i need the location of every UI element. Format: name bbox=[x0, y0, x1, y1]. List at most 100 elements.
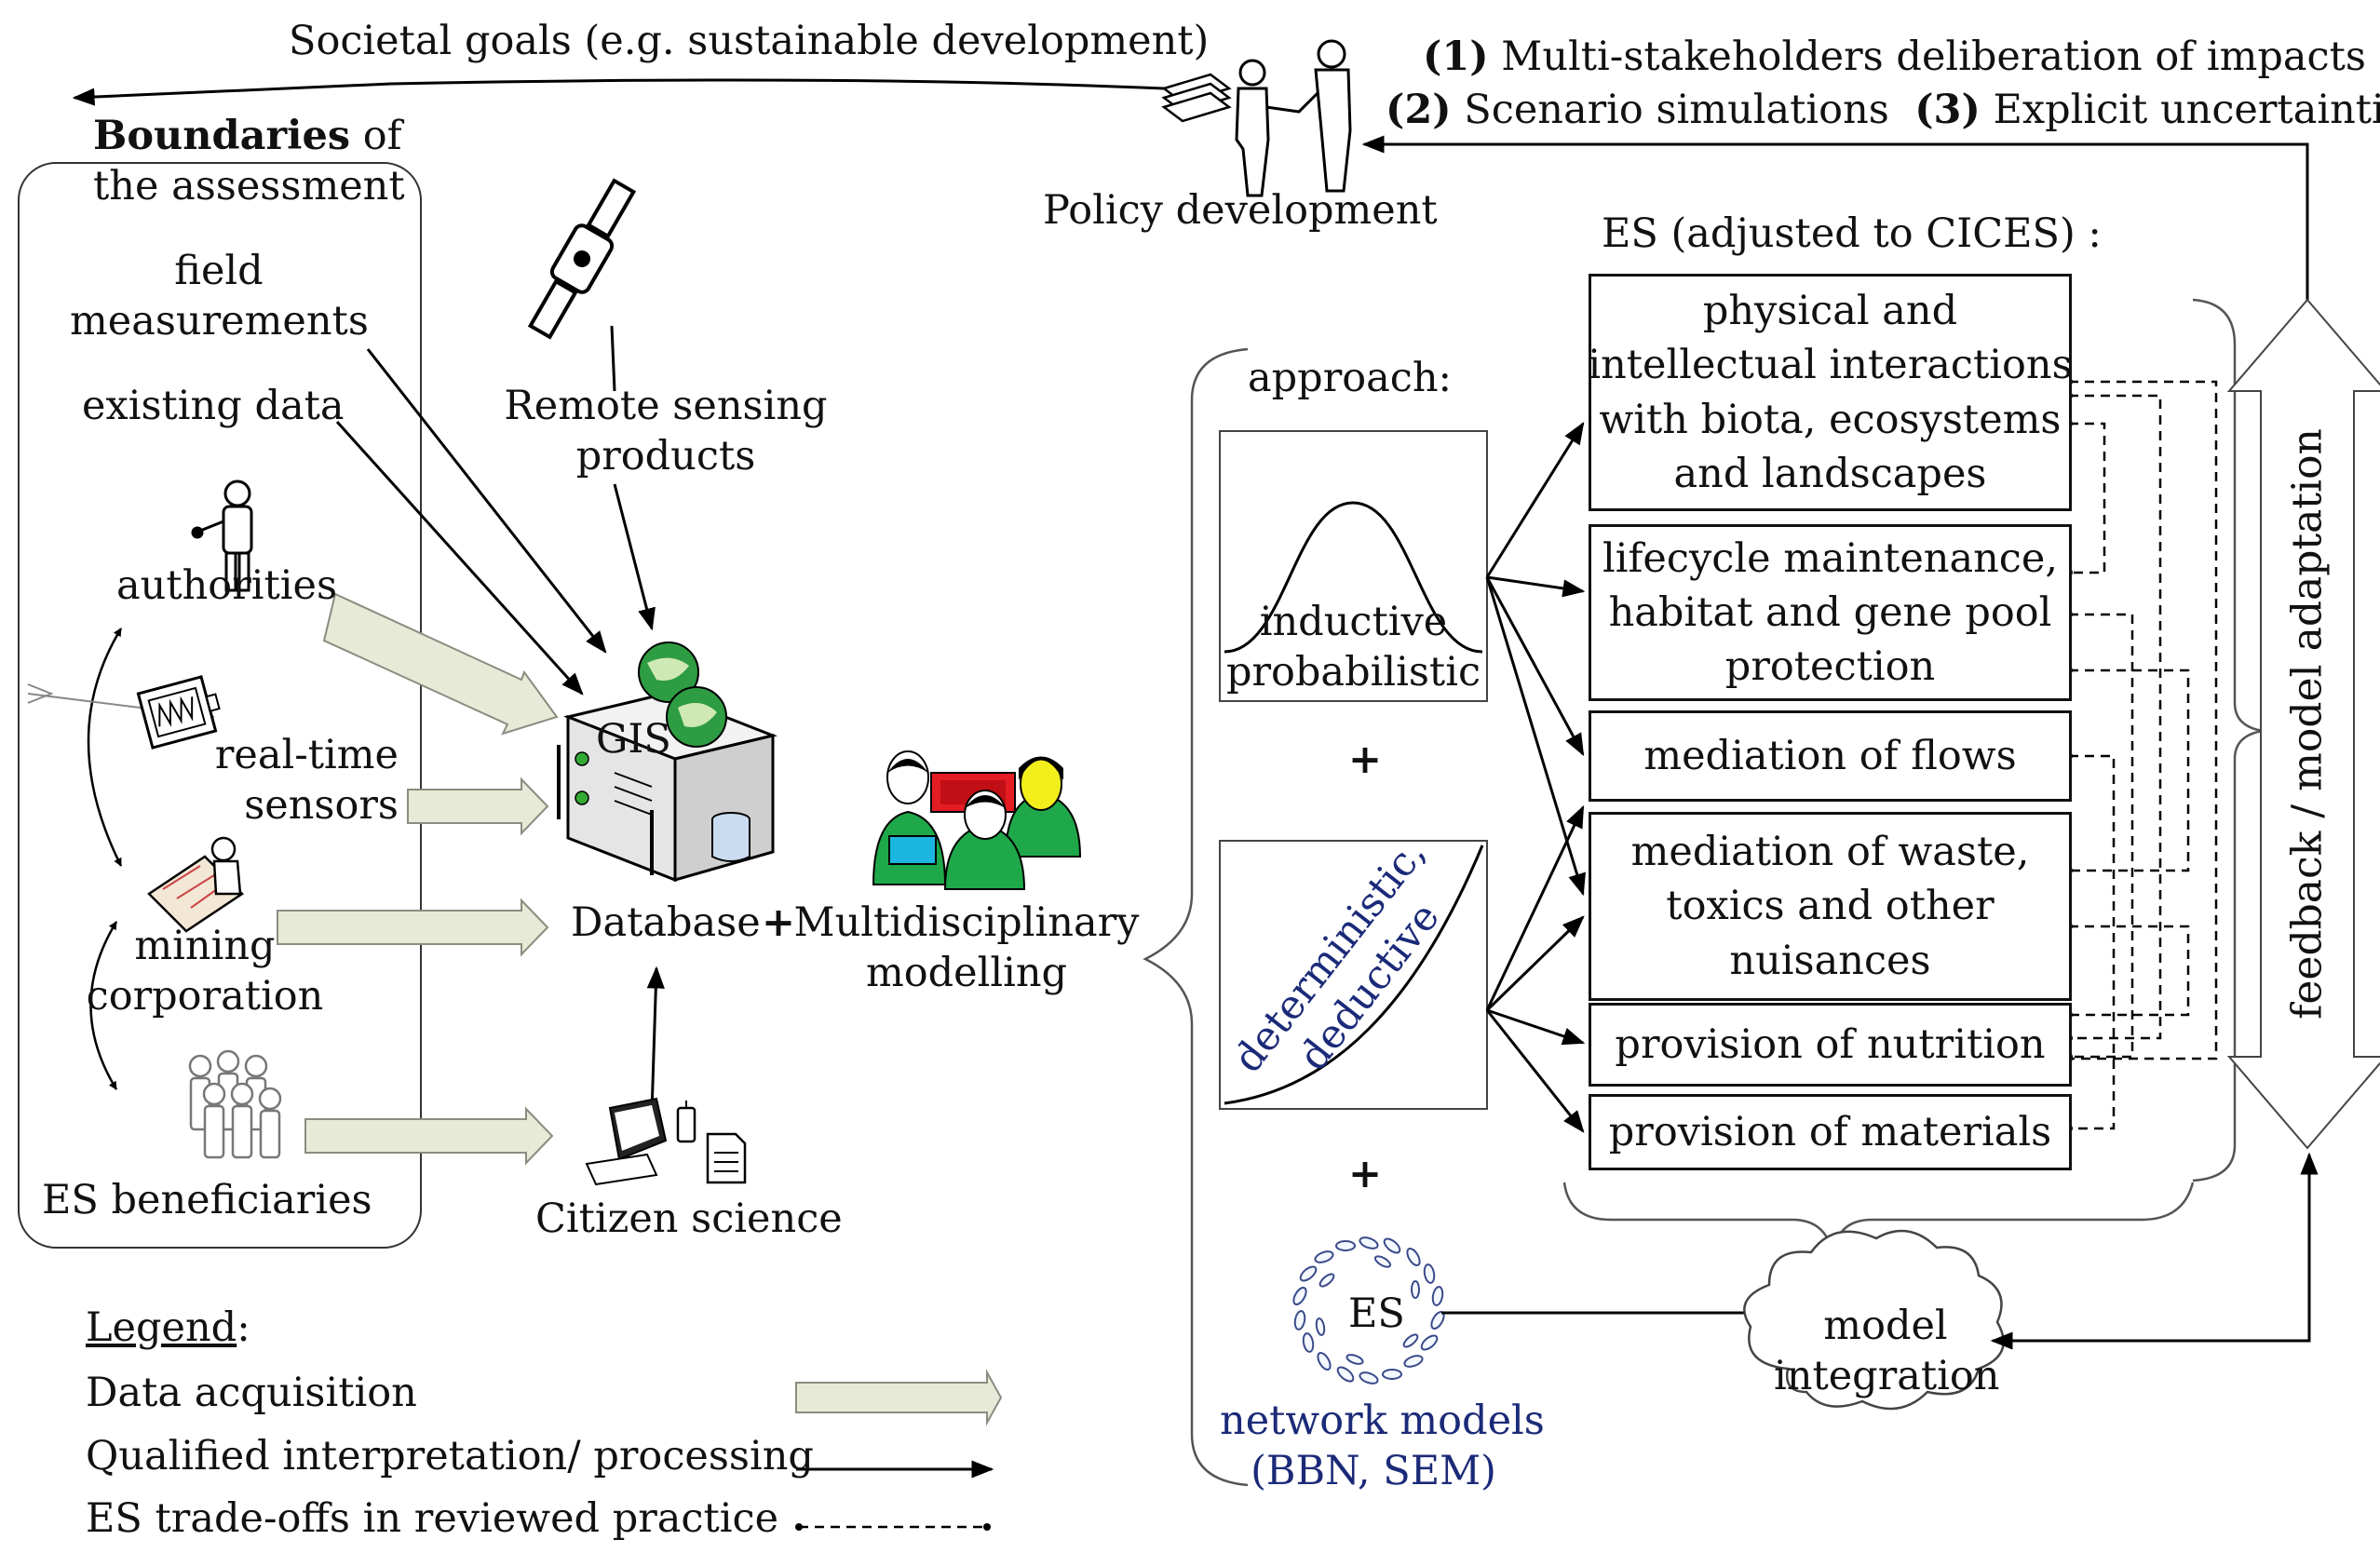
item1-number: (1) bbox=[1423, 34, 1489, 80]
remote-text: Remote sensing bbox=[504, 383, 828, 429]
arrow-citizen-to-database bbox=[646, 966, 665, 1114]
model-text: model bbox=[1823, 1303, 1948, 1349]
gis-server-icon bbox=[557, 692, 778, 883]
document-stack-icon bbox=[1161, 73, 1232, 123]
legend-qualified-processing: Qualified interpretation/ processing bbox=[86, 1433, 814, 1479]
es-item-label: mediation of waste, toxics and other nui… bbox=[1630, 829, 2030, 984]
curved-arrow-authorities-mining bbox=[87, 628, 123, 867]
mobile-phone-icon bbox=[676, 1101, 696, 1143]
acq-arrow-authorities bbox=[322, 592, 559, 736]
authorities-label: authorities bbox=[116, 562, 338, 609]
legend-colon: : bbox=[237, 1304, 250, 1351]
satellite-icon bbox=[527, 178, 637, 340]
products-text: products bbox=[575, 432, 756, 480]
acq-arrow-mining bbox=[277, 898, 549, 957]
approach-label: approach: bbox=[1248, 355, 1453, 401]
existing-data-label: existing data bbox=[82, 383, 345, 429]
network-models-label: network models (BBN, SEM) bbox=[1220, 1397, 1545, 1497]
network-es-node: ES bbox=[1348, 1290, 1405, 1337]
societal-goals-arrow bbox=[72, 78, 1165, 106]
database-plus: + bbox=[762, 899, 796, 946]
policy-development-label: Policy development bbox=[1043, 187, 1438, 234]
mining-text: mining bbox=[134, 923, 276, 969]
item3-text: Explicit uncertainties bbox=[1993, 87, 2380, 133]
es-tradeoff-links bbox=[2065, 378, 2218, 1132]
remote-sensing-line bbox=[610, 325, 616, 392]
sensors-text: sensors bbox=[244, 781, 399, 829]
realtime-sensors-label: real-time sensors bbox=[140, 731, 399, 831]
item3-number: (3) bbox=[1914, 87, 1981, 133]
es-heading: ES (adjusted to CICES) : bbox=[1602, 210, 2102, 257]
arrow-remote-to-gis bbox=[613, 483, 656, 631]
document-icon bbox=[706, 1132, 747, 1184]
item1-line: (1) Multi-stakeholders deliberation of i… bbox=[1423, 33, 2366, 83]
measurements-text: measurements bbox=[70, 297, 369, 344]
legend-title-text: Legend bbox=[86, 1304, 237, 1351]
integration-text: integration bbox=[1774, 1352, 2000, 1399]
field-text: field bbox=[174, 248, 264, 294]
acquisition-arrows bbox=[277, 592, 1003, 1426]
cloud-icon bbox=[1743, 1229, 2005, 1411]
item2-number: (2) bbox=[1386, 87, 1452, 133]
modellers-group-icon bbox=[872, 750, 1082, 890]
legend-title: Legend: bbox=[86, 1304, 250, 1354]
feedback-to-policy-arrow bbox=[1361, 135, 2309, 300]
sensor-chart-icon bbox=[136, 675, 221, 750]
es-box-interactions: physical and intellectual interactions w… bbox=[1588, 274, 2073, 511]
multi-text: Multidisciplinary bbox=[793, 899, 1140, 946]
people-group-icon bbox=[188, 1049, 282, 1159]
handshake-icon bbox=[1235, 39, 1352, 197]
feedback-label: feedback / model adaptation bbox=[2283, 428, 2332, 1020]
boundaries-line2: the assessment bbox=[93, 162, 405, 209]
es-box-lifecycle: lifecycle maintenance, habitat and gene … bbox=[1589, 524, 2072, 701]
realtime-text: real-time bbox=[214, 732, 399, 778]
es-right-brace bbox=[2192, 298, 2264, 1182]
acq-arrow-sensors bbox=[407, 777, 549, 836]
database-label: Database bbox=[571, 899, 761, 946]
network-models-text: network models bbox=[1220, 1398, 1545, 1444]
arrow-existing-to-gis bbox=[335, 420, 584, 696]
network-abbrev-text: (BBN, SEM) bbox=[1251, 1447, 1496, 1494]
es-box-materials: provision of materials bbox=[1589, 1094, 2072, 1170]
approach-plus-2: + bbox=[1348, 1151, 1383, 1197]
es-box-waste: mediation of waste, toxics and other nui… bbox=[1589, 812, 2072, 1001]
feedback-double-arrow bbox=[2226, 298, 2380, 1150]
police-officer-icon bbox=[191, 480, 253, 592]
boundaries-of: of bbox=[350, 113, 402, 159]
mining-worker-icon bbox=[147, 836, 244, 933]
arrow-field-to-gis bbox=[366, 348, 607, 654]
boundaries-bold: Boundaries bbox=[93, 113, 351, 159]
inductive-text: inductive bbox=[1259, 599, 1448, 645]
citizen-science-label: Citizen science bbox=[535, 1196, 843, 1242]
legend-data-acquisition: Data acquisition bbox=[86, 1370, 417, 1416]
boundaries-frame bbox=[18, 162, 422, 1249]
es-box-nutrition: provision of nutrition bbox=[1589, 1003, 2072, 1087]
remote-sensing-label: Remote sensing products bbox=[484, 382, 847, 482]
boundaries-title: Boundaries of the assessment bbox=[93, 112, 405, 212]
multidisciplinary-label: Multidisciplinary modelling bbox=[790, 898, 1143, 999]
es-beneficiaries-label: ES beneficiaries bbox=[42, 1177, 372, 1223]
societal-goals-label: Societal goals (e.g. sustainable develop… bbox=[289, 18, 1210, 64]
es-item-label: lifecycle maintenance, habitat and gene … bbox=[1602, 534, 2058, 691]
item2-3-line: (2) Scenario simulations (3) Explicit un… bbox=[1386, 86, 2380, 136]
deterministic-box bbox=[1219, 840, 1488, 1110]
es-item-label: provision of nutrition bbox=[1615, 1020, 2046, 1068]
es-item-label: provision of materials bbox=[1608, 1108, 2052, 1155]
approach-plus-1: + bbox=[1348, 736, 1383, 783]
bell-curve bbox=[1224, 501, 1483, 654]
es-box-flows: mediation of flows bbox=[1589, 710, 2072, 802]
model-integration-label: model integration bbox=[1774, 1302, 2000, 1402]
acq-arrow-beneficiaries bbox=[304, 1106, 554, 1166]
es-item-label: physical and intellectual interactions w… bbox=[1588, 288, 2073, 497]
legend-acq-arrow bbox=[795, 1369, 1003, 1426]
mining-corporation-label: mining corporation bbox=[74, 922, 335, 1022]
es-item-label: mediation of flows bbox=[1643, 732, 2017, 779]
deterministic-curve bbox=[1224, 844, 1484, 1105]
database-cylinder-icon bbox=[711, 812, 751, 862]
modelling-text: modelling bbox=[865, 949, 1068, 996]
inductive-label: inductive probabilistic bbox=[1220, 598, 1487, 698]
item2-text: Scenario simulations bbox=[1464, 87, 1889, 133]
approach-brace bbox=[1143, 347, 1249, 1487]
field-measurements-label: field measurements bbox=[70, 247, 369, 347]
